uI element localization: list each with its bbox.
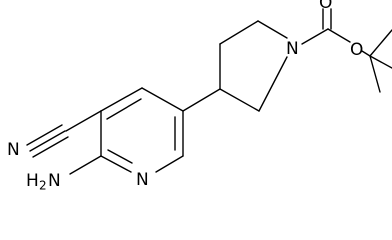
pyridine-bond-c3-c4-inner (106, 98, 142, 120)
nitrile-triple-bond-line-3 (32, 136, 69, 158)
ester-oxygen-label: O (350, 40, 363, 60)
pyridine-bond-c4-c5 (141, 87, 184, 112)
amino-subscript-label: 2 (39, 179, 47, 193)
piperidine-ring: N (219, 20, 299, 112)
tbutyl-methyl-right-bond (369, 55, 392, 69)
nitrile-nitrogen-bg (5, 138, 25, 160)
pyridine-nitrogen-label: N (136, 170, 149, 190)
amino-hydrogen-label: H (26, 171, 39, 191)
pyridine-ring: N (100, 87, 184, 190)
nitrile-nitrogen-label: N (7, 140, 20, 160)
piperidine-bond-c6-c5 (219, 88, 260, 112)
amino-bond (69, 155, 102, 175)
molecule-diagram: N N H 2 N (5, 0, 392, 193)
piperidine-bond-n-c6 (258, 56, 288, 112)
tbutyl-methyl-down-bond (369, 55, 381, 93)
carbonyl-oxygen-label: O (319, 0, 332, 13)
structure-canvas: N N H 2 N (5, 0, 392, 193)
nitrile-carbon-ring-bond (65, 110, 102, 132)
amino-group: H 2 N (26, 155, 102, 193)
nitrile-triple-bond-line-2 (26, 124, 63, 146)
amino-nitrogen-label: N (48, 171, 61, 191)
piperidine-bond-c2-n (257, 20, 288, 39)
piperidine-bond-c3-c2 (219, 20, 259, 45)
pyridine-bond-c3-c4 (100, 87, 143, 112)
nitrile-triple-bond-line-1 (29, 130, 66, 152)
tbutyl-methyl-up-bond (369, 29, 392, 57)
carbamate-c-o-bond (327, 28, 351, 43)
carbamate-n-c-bond (301, 28, 329, 45)
pyridine-bond-n-c2-inner (107, 149, 133, 164)
ester-o-tbutyl-bond (361, 50, 371, 57)
piperidine-nitrogen-label: N (286, 39, 299, 59)
pyridine-bond-c6-n (155, 155, 184, 173)
aryl-piperidine-bond (182, 88, 221, 112)
pyridine-bond-n-c2 (100, 155, 132, 173)
boc-group: O O (301, 0, 392, 93)
nitrile-group: N (5, 110, 102, 160)
